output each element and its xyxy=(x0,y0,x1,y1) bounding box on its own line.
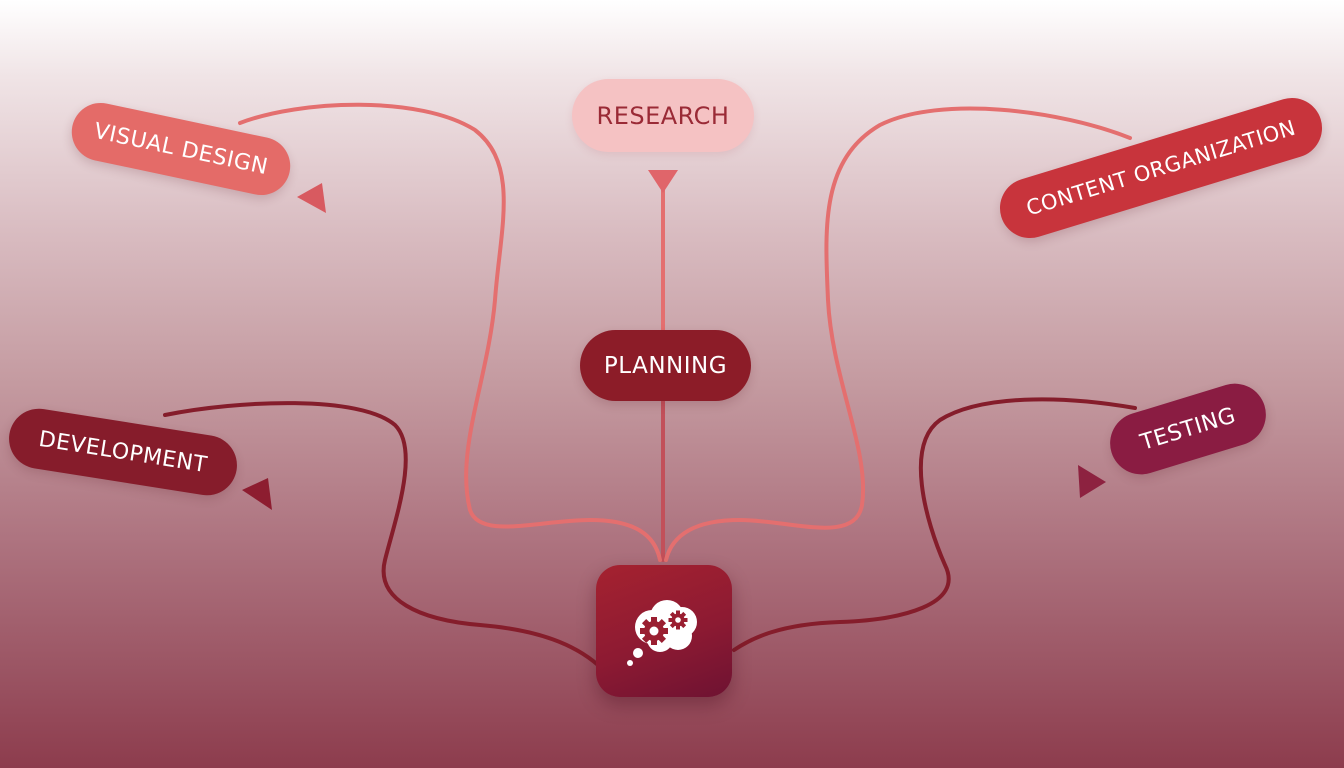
connector-testing xyxy=(732,397,1137,652)
node-planning: PLANNING xyxy=(580,330,751,401)
arrowhead-testing xyxy=(1078,465,1106,498)
connector-development xyxy=(163,401,600,667)
hub-node xyxy=(596,565,732,697)
node-development-label: DEVELOPMENT xyxy=(37,426,209,478)
arrowhead-development xyxy=(242,478,272,510)
connector-content-organization xyxy=(664,106,1132,562)
node-testing-label: TESTING xyxy=(1137,402,1239,456)
node-planning-label: PLANNING xyxy=(603,352,728,379)
connector-visual-design xyxy=(238,102,662,562)
thought-bubble-gears-icon xyxy=(627,600,697,666)
node-research-label: RESEARCH xyxy=(596,101,730,130)
arrowhead-visual-design xyxy=(297,183,326,213)
arrowhead-research xyxy=(648,170,678,193)
node-research: RESEARCH xyxy=(572,79,754,152)
